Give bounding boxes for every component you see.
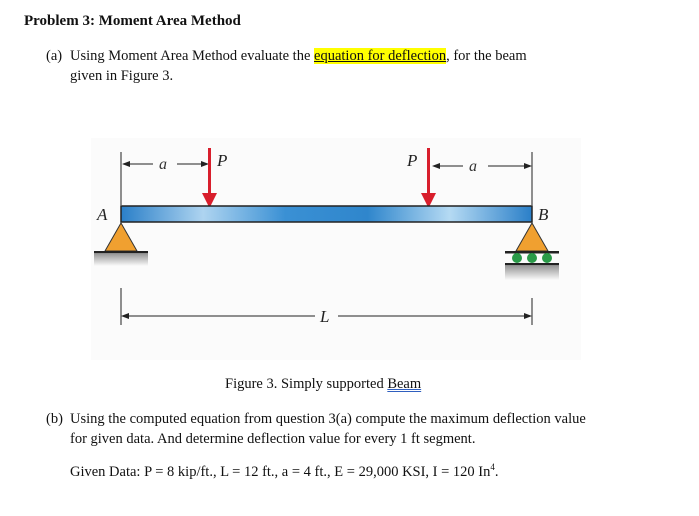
caption-prefix: Figure 3. Simply supported [225,376,388,392]
beam-diagram: a P P a A B L [94,148,559,326]
caption-beam-word: Beam [387,376,422,392]
part-b-label: (b) [46,411,63,427]
figure-caption: Figure 3. Simply supported Beam [225,376,421,393]
beam [120,205,533,223]
support-a-label: A [96,205,108,224]
span-l-label: L [319,307,329,326]
part-b-line1: Using the computed equation from questio… [70,411,586,427]
given-data-superscript: 4 [490,462,495,473]
roller-support-icon [515,221,549,252]
given-data-text: Given Data: P = 8 kip/ft., L = 12 ft., a… [70,464,491,480]
support-b-label: B [538,205,549,224]
given-data: Given Data: P = 8 kip/ft., L = 12 ft., a… [70,462,499,481]
part-a-label: (a) [46,48,63,64]
given-data-end: . [494,464,499,480]
part-a-text-after: , for the beam [446,48,527,64]
load-p-right-label: P [406,151,417,170]
part-a-line1: Using Moment Area Method evaluate the eq… [70,48,527,65]
part-b-line2: for given data. And determine deflection… [70,431,476,447]
pin-support-icon [104,221,138,252]
problem-title: Problem 3: Moment Area Method [24,13,241,29]
dim-a-right-label: a [469,158,477,175]
beam-figure: a P P a A B L [91,138,581,360]
highlighted-phrase: equation for deflection [314,48,447,64]
dim-a-left-label: a [159,156,167,173]
part-a-line2: given in Figure 3. [70,68,174,84]
load-p-left-label: P [216,151,227,170]
part-a-text-before: Using Moment Area Method evaluate the [70,48,315,64]
